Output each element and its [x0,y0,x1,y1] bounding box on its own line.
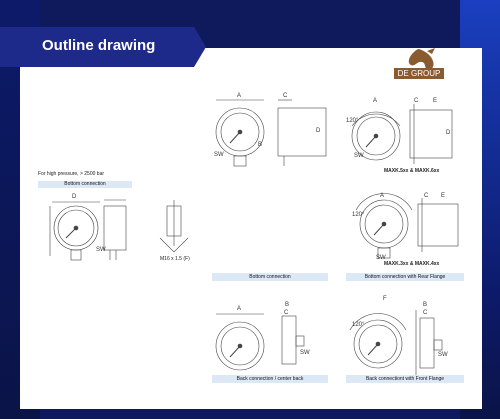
logo-emblem-icon [408,48,435,70]
hp-gauge-side [103,199,127,260]
dim-a-left: D [72,194,77,200]
dim-a-top: A [237,93,242,99]
logo-text: DE GROUP [394,68,444,79]
dim-c-top-right: C [414,98,419,104]
dim-sw-middle: SW [376,255,386,261]
dim-e-middle: E [441,193,446,199]
page-title: Outline drawing [42,37,156,54]
drawing-sheet [20,48,482,409]
dim-c-bottom: C [284,310,289,316]
model-middle-right: MAXK.3xx & MAXK.4xx [384,261,440,267]
caption-bottom-connection: Bottom connection [212,273,328,281]
caption-bottom-rear-flange: Bottom connection with Rear Flange [346,273,464,281]
dim-sw-bottom-right: SW [438,352,448,358]
dim-c-bottom-right: C [423,310,428,316]
gauge-back-side [281,315,305,365]
gauge-front-flange-front [349,313,407,369]
dim-d-top: D [316,128,321,134]
title-banner [0,27,206,67]
dim-d-top-right: D [446,130,451,136]
dim-a-bottom: A [237,306,242,312]
gauge-middle-side [417,198,459,252]
hp-thread-detail [159,200,189,253]
gauge-bottom-side [277,99,327,166]
dim-e-top-right: E [433,98,438,104]
thread-label: M16 x 1.5 (F) [160,256,190,262]
dim-sw-bottom: SW [300,350,310,356]
dim-c-middle: C [424,193,429,199]
hp-gauge-front [49,201,100,261]
dim-b-bottom-right: B [423,302,428,308]
dim-a-middle: A [380,193,385,199]
pressure-note: For high pressure, > 2500 bar [38,171,105,177]
angle-bottom-right: 120° [352,322,365,328]
dim-a-top-right: A [373,98,378,104]
caption-back-center: Back connection / center back [212,375,328,383]
model-top-right: MAXK.5xx & MAXK.6xx [384,168,440,174]
dim-sw-left: SW [96,247,106,253]
caption-back-front-flange: Back connectiont with Front Flange [346,375,464,383]
gauge-front-flange-side [415,310,443,376]
angle-top-right: 120° [346,118,359,124]
gauge-rear-flange-side [409,104,453,164]
gauge-rear-flange-front [351,111,401,161]
gauge-back-front [215,313,265,371]
dim-b-top: B [258,142,263,148]
dim-sw-top: SW [214,152,224,158]
dim-sw-top-right: SW [354,153,364,159]
angle-middle: 120° [352,212,365,218]
gauge-bottom-front [215,99,265,167]
gauge-middle-front [355,193,413,259]
caption-left-bottom-connection: Bottom connection [38,181,132,188]
dim-f-bottom-right: F [383,296,387,302]
dim-b-bottom: B [285,302,290,308]
dim-c-top: C [283,93,288,99]
